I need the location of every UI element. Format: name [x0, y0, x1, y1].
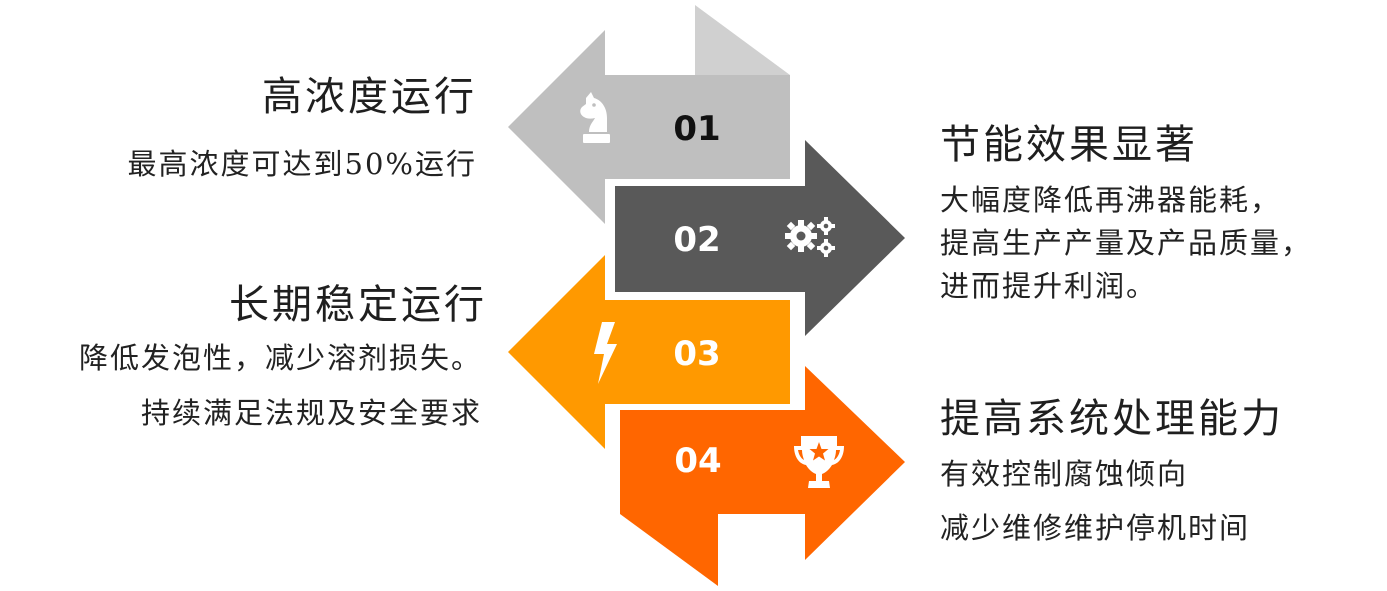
step-03-line-1: 降低发泡性，减少溶剂损失。 [78, 341, 482, 375]
step-01-arrow: 01 [508, 5, 790, 224]
step-03-body [508, 255, 790, 449]
step-01-fold [695, 5, 790, 75]
step-04-fold [620, 514, 718, 586]
step-01-number: 01 [673, 109, 720, 149]
step-02-heading: 节能效果显著 [940, 122, 1198, 168]
step-04-line-1: 有效控制腐蚀倾向 [940, 457, 1189, 491]
step-03-number: 03 [673, 334, 720, 374]
step-02-line-3: 进而提升利润。 [940, 269, 1158, 303]
step-04-body [620, 366, 905, 560]
trophy-icon [794, 436, 844, 488]
step-02-arrow: 02 [615, 140, 905, 336]
step-01-heading: 高浓度运行 [262, 74, 477, 120]
step-02-number: 02 [673, 220, 720, 260]
step-03-arrow: 03 [508, 255, 790, 449]
step-02-line-2: 提高生产产量及产品质量， [940, 226, 1313, 260]
step-03-line-2: 持续满足法规及安全要求 [140, 396, 482, 430]
step-04-number: 04 [674, 441, 721, 481]
step-02-line-1: 大幅度降低再沸器能耗， [940, 183, 1282, 217]
step-01-body [508, 30, 790, 224]
step-03-heading: 长期稳定运行 [229, 282, 487, 328]
chess-knight-icon [580, 92, 610, 143]
lightning-bolt-icon [594, 322, 617, 384]
step-01-line-1: 最高浓度可达到50%运行 [127, 147, 477, 181]
step-04-heading: 提高系统处理能力 [940, 396, 1284, 442]
step-04-arrow: 04 [620, 366, 905, 586]
step-02-body [615, 140, 905, 336]
step-04-line-2: 减少维修维护停机时间 [940, 511, 1251, 545]
